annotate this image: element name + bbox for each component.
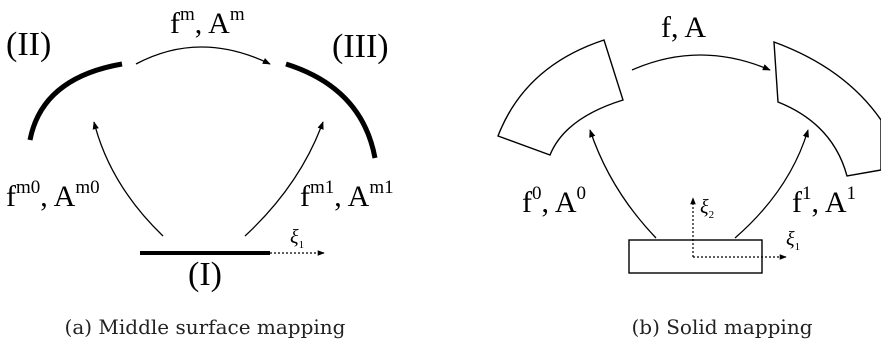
left-map-label-b: f0, A0: [522, 183, 586, 219]
panel-a: (II) (III) (I) ξ1 fm, Am fm0, Am0 fm1, A…: [6, 4, 394, 339]
right-map-label-a: fm1, Am1: [300, 177, 394, 213]
region-II-label: (II): [6, 26, 51, 63]
curve-III: [285, 61, 378, 159]
curve-II: [27, 61, 123, 141]
right-map-label-b: f1, A1: [792, 183, 856, 219]
panel-b: ξ1 ξ2 f, A f0, A0 f1, A1 (b) Solid mappi…: [497, 11, 881, 339]
caption-b: (b) Solid mapping: [631, 315, 812, 339]
map-arrow-I-to-II: [92, 121, 164, 237]
axis-xi1-label: ξ1: [290, 226, 304, 251]
map-arrow-block-to-left-b: [589, 129, 657, 239]
map-arrow-II-to-III: [135, 46, 271, 65]
region-I-label: (I): [188, 256, 222, 293]
top-map-label-b: f, A: [661, 11, 706, 44]
caption-a: (a) Middle surface mapping: [65, 315, 346, 339]
region-III-label: (III): [332, 28, 389, 65]
top-map-label-a: fm, Am: [170, 4, 245, 40]
solid-right-shape: [773, 40, 881, 177]
map-arrow-left-to-right-b: [631, 54, 771, 71]
left-map-label-a: fm0, Am0: [6, 177, 100, 213]
axis-xi1-label-b: ξ1: [786, 228, 800, 253]
map-arrow-block-to-right-b: [734, 129, 809, 239]
solid-left-shape: [497, 39, 624, 156]
map-arrow-I-to-III: [244, 121, 324, 237]
axis-xi2-label-b: ξ2: [700, 196, 714, 221]
